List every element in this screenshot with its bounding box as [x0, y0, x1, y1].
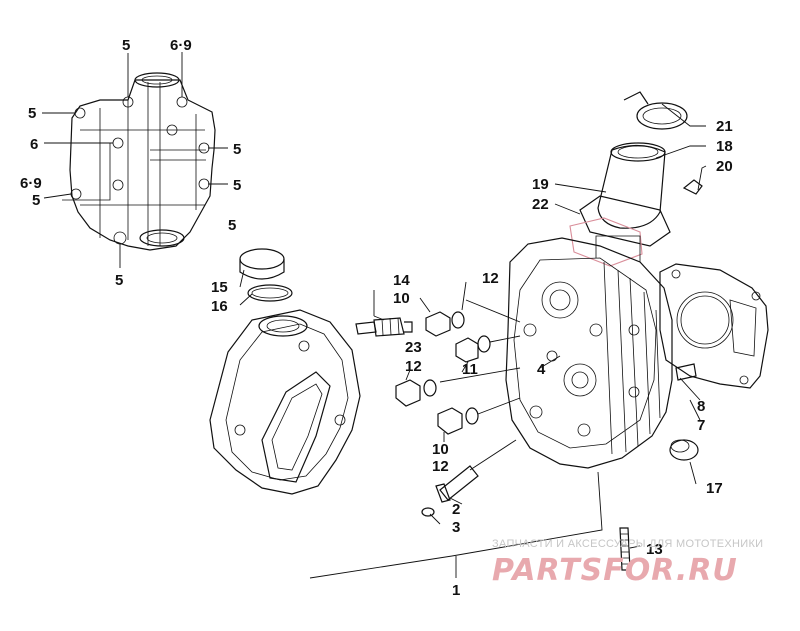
- head-top-view: [62, 72, 216, 251]
- valve-cover: [209, 309, 361, 495]
- washer-12-mid: [477, 335, 491, 353]
- callout-4: 4: [537, 361, 546, 378]
- washer-12-23: [423, 379, 437, 397]
- callout-14: 14: [393, 272, 410, 289]
- callout-5: 5: [233, 177, 241, 194]
- callout-23: 23: [405, 339, 422, 356]
- callout-20: 20: [716, 158, 733, 175]
- callout-3: 3: [452, 519, 460, 536]
- callout-13: 13: [646, 541, 663, 558]
- washer-3: [421, 507, 435, 517]
- insulator-gasket-22: [569, 217, 643, 267]
- callout-8: 8: [697, 398, 705, 415]
- bolt-2: [435, 465, 479, 503]
- cylinder-head: [505, 235, 673, 469]
- cap-23: [395, 379, 421, 407]
- cap-11: [455, 337, 479, 363]
- callout-5: 5: [115, 272, 123, 289]
- callout-6-9: 6·9: [20, 175, 42, 192]
- tappet-cap-10-top: [425, 311, 451, 337]
- callout-12: 12: [405, 358, 422, 375]
- callout-6: 6: [30, 136, 38, 153]
- callout-17: 17: [706, 480, 723, 497]
- callout-5: 5: [228, 217, 236, 234]
- callout-1: 1: [452, 582, 460, 599]
- callout-5: 5: [32, 192, 40, 209]
- callout-15: 15: [211, 279, 228, 296]
- callout-10: 10: [393, 290, 410, 307]
- breather-cap: [239, 248, 293, 302]
- main-leader-lines: [239, 103, 707, 579]
- callout-18: 18: [716, 138, 733, 155]
- washer-12-lower: [465, 407, 479, 425]
- callout-19: 19: [532, 176, 549, 193]
- callout-11: 11: [462, 361, 478, 378]
- stud-13: [619, 527, 631, 571]
- callout-5: 5: [28, 105, 36, 122]
- callout-12: 12: [432, 458, 449, 475]
- callout-16: 16: [211, 298, 228, 315]
- callout-21: 21: [716, 118, 733, 135]
- callout-10: 10: [432, 441, 449, 458]
- spark-plug: [355, 317, 413, 337]
- callout-2: 2: [452, 501, 460, 518]
- callout-5: 5: [233, 141, 241, 158]
- callout-6-9: 6·9: [170, 37, 192, 54]
- dowel-pin: [675, 363, 697, 381]
- callout-12: 12: [482, 270, 499, 287]
- intake-pipe: [579, 91, 703, 247]
- head-gasket: [659, 263, 769, 389]
- callout-7: 7: [697, 417, 705, 434]
- callout-22: 22: [532, 196, 549, 213]
- watermark-subtitle: ЗАПЧАСТИ И АКСЕССУАРЫ ДЛЯ МОТОТЕХНИКИ: [492, 538, 763, 550]
- washer-12-top: [451, 311, 465, 329]
- callout-5: 5: [122, 37, 130, 54]
- callout-labels: 5 6·9 5 6 5 6·9 5 5 5 5 21 18 20 19 22 1…: [20, 37, 733, 599]
- plug-cap: [669, 439, 699, 461]
- head-top-leader-lines: [42, 52, 228, 268]
- tappet-cap-10-lower: [437, 407, 463, 435]
- watermark: ЗАПЧАСТИ И АКСЕССУАРЫ ДЛЯ МОТОТЕХНИКИ PA…: [492, 538, 763, 588]
- watermark-brand: PARTSFOR.RU: [492, 553, 738, 588]
